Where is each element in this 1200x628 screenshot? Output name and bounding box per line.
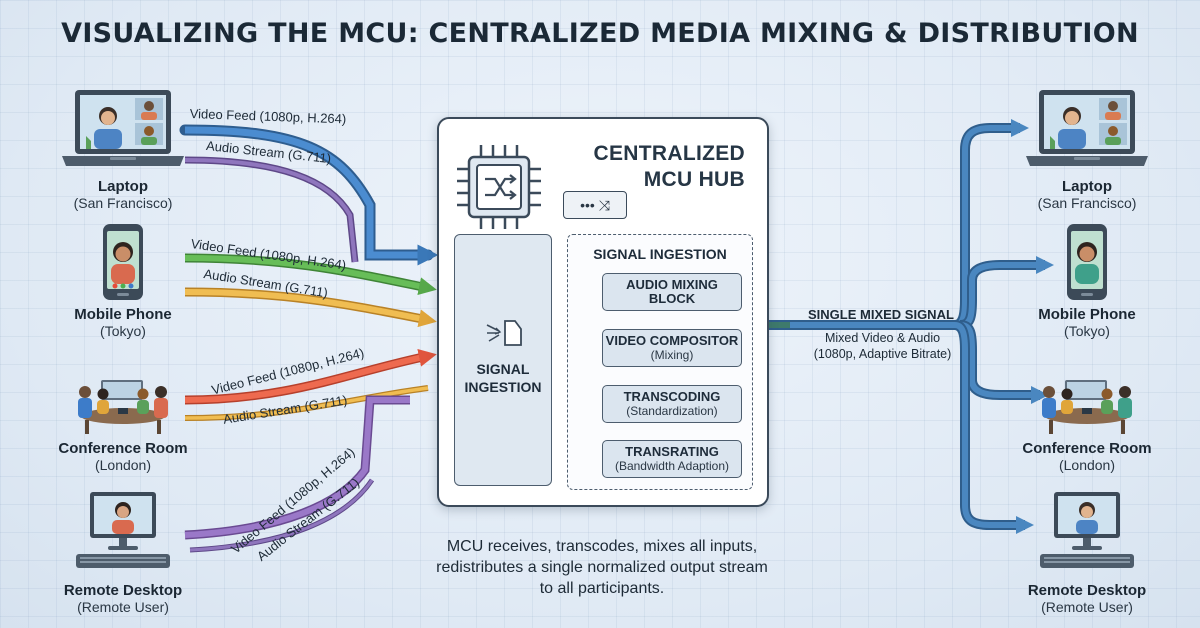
- page-title: VISUALIZING THE MCU: CENTRALIZED MEDIA M…: [61, 18, 1139, 49]
- laptop-icon: [1026, 90, 1148, 166]
- source-name: Mobile Phone: [74, 306, 172, 323]
- source-remote-desktop: Remote Desktop (Remote User): [48, 490, 198, 615]
- mobile-phone-icon: [1067, 224, 1107, 300]
- signal-ingestion-panel: SIGNAL INGESTION: [454, 234, 552, 486]
- desktop-icon: [76, 492, 170, 568]
- output-subtitle: Mixed Video & Audio (1080p, Adaptive Bit…: [800, 330, 965, 362]
- destination-name: Remote Desktop: [1027, 582, 1147, 599]
- conference-room-icon: [78, 380, 168, 434]
- source-name: Conference Room: [58, 440, 188, 457]
- destination-location: (Remote User): [1041, 599, 1133, 615]
- destination-laptop: Laptop (San Francisco): [1012, 86, 1162, 211]
- stage-transcoding: TRANSCODING (Standardization): [602, 385, 742, 423]
- stage-subtitle: (Bandwidth Adaption): [614, 459, 730, 473]
- source-name: Remote Desktop: [63, 582, 183, 599]
- conference-room-icon: [1042, 380, 1132, 434]
- stage-audio-mixing: AUDIO MIXING BLOCK: [602, 273, 742, 311]
- stages-heading: SIGNAL INGESTION: [593, 246, 727, 262]
- destination-location: (San Francisco): [1037, 195, 1137, 211]
- destination-location: (Tokyo): [1064, 323, 1110, 339]
- stage-title: VIDEO COMPOSITOR: [605, 333, 739, 348]
- processing-stages-panel: SIGNAL INGESTION AUDIO MIXING BLOCK VIDE…: [567, 234, 753, 490]
- source-conference-room: Conference Room (London): [48, 370, 198, 473]
- caption-line2: redistributes a single normalized output…: [436, 559, 768, 576]
- stage-title: TRANSRATING: [625, 444, 719, 459]
- processor-chip-icon: [457, 145, 541, 229]
- destination-name: Mobile Phone: [1038, 306, 1136, 323]
- laptop-icon: [62, 90, 184, 166]
- source-location: (London): [94, 457, 152, 473]
- source-location: (San Francisco): [73, 195, 173, 211]
- destination-name: Laptop: [1062, 178, 1112, 195]
- stage-subtitle: BLOCK: [648, 291, 696, 306]
- source-name: Laptop: [98, 178, 148, 195]
- stage-video-compositor: VIDEO COMPOSITOR (Mixing): [602, 329, 742, 367]
- stage-subtitle: (Standardization): [626, 404, 718, 418]
- switch-icon: ••• ⤨: [563, 191, 627, 219]
- destination-conference-room: Conference Room (London): [1012, 370, 1162, 473]
- destination-remote-desktop: Remote Desktop (Remote User): [1012, 490, 1162, 615]
- source-location: (Tokyo): [100, 323, 146, 339]
- mobile-phone-icon: [103, 224, 143, 300]
- ingestion-label-line2: INGESTION: [464, 379, 542, 395]
- destination-location: (London): [1058, 457, 1116, 473]
- hub-title-line1: CENTRALIZED: [593, 142, 745, 165]
- stage-subtitle: (Mixing): [650, 348, 694, 362]
- caption-line1: MCU receives, transcodes, mixes all inpu…: [446, 538, 758, 555]
- stage-transrating: TRANSRATING (Bandwidth Adaption): [602, 440, 742, 478]
- mcu-hub: CENTRALIZED MCU HUB ••• ⤨ SIGNAL INGESTI…: [437, 117, 769, 507]
- caption-line3: to all participants.: [539, 580, 665, 597]
- source-location: (Remote User): [77, 599, 169, 615]
- destination-mobile-phone: Mobile Phone (Tokyo): [1012, 222, 1162, 339]
- stage-title: TRANSCODING: [623, 389, 721, 404]
- output-subtitle-line1: Mixed Video & Audio: [824, 331, 941, 345]
- ingestion-label-line1: SIGNAL: [476, 361, 530, 377]
- stage-title: AUDIO MIXING: [626, 277, 718, 292]
- ingestion-label: SIGNAL INGESTION: [455, 360, 551, 396]
- source-mobile-phone: Mobile Phone (Tokyo): [48, 222, 198, 339]
- output-subtitle-line2: (1080p, Adaptive Bitrate): [813, 347, 952, 361]
- diagram-caption: MCU receives, transcodes, mixes all inpu…: [400, 536, 804, 599]
- output-title: SINGLE MIXED SIGNAL: [808, 307, 954, 322]
- ingestion-icon: [486, 320, 522, 346]
- destination-name: Conference Room: [1022, 440, 1152, 457]
- hub-title: CENTRALIZED MCU HUB: [594, 141, 745, 193]
- hub-title-line2: MCU HUB: [643, 168, 745, 191]
- source-laptop: Laptop (San Francisco): [48, 86, 198, 211]
- desktop-icon: [1040, 492, 1134, 568]
